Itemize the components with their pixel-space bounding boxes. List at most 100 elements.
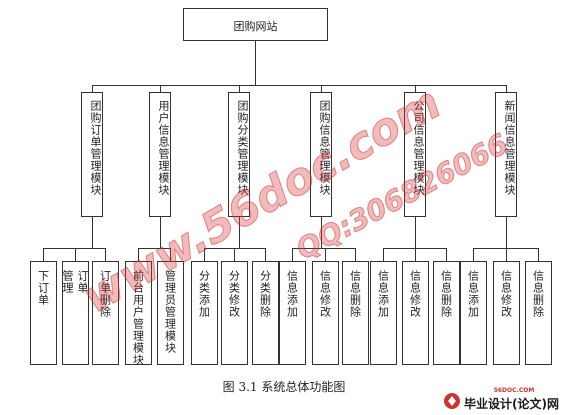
svg-text:56DOC.COM: 56DOC.COM [494, 387, 535, 394]
module-connector [239, 85, 240, 92]
function-box: 分类添加 [190, 261, 218, 365]
function-label: 下订单 [31, 270, 56, 306]
submodule-bus [138, 248, 171, 249]
function-box: 信息删除 [524, 261, 552, 365]
figure-caption: 图 3.1 系统总体功能图 [222, 380, 346, 394]
function-box: 订单管理 [61, 261, 89, 365]
function-box: 分类修改 [220, 261, 248, 365]
function-box: 信息修改 [311, 261, 339, 365]
leaf-connector [234, 248, 235, 261]
function-box: 信息添加 [278, 261, 306, 365]
module-label: 新闻信息管理模块 [503, 100, 516, 196]
function-label-line: 分类修改 [227, 270, 241, 318]
submodule-connector [321, 217, 322, 248]
module-label: 公司信息管理模块 [412, 100, 425, 196]
leaf-connector [473, 248, 474, 261]
function-label: 信息修改 [494, 270, 519, 318]
module-label: 团购分类管理模块 [236, 100, 249, 196]
function-box: 信息修改 [401, 261, 429, 365]
leaf-connector [105, 248, 106, 261]
function-box: 分类删除 [251, 261, 279, 365]
module-box: 团购订单管理模块 [81, 92, 103, 217]
function-label-line: 下订单 [36, 270, 50, 306]
leaf-connector [506, 248, 507, 261]
function-label: 分类删除 [253, 270, 278, 318]
leaf-connector [325, 248, 326, 261]
leaf-connector [75, 248, 76, 261]
function-label: 信息修改 [313, 270, 338, 318]
function-label-line: 管理 [61, 270, 74, 294]
module-box: 团购信息管理模块 [310, 92, 332, 217]
function-label: 管理员管理模块 [158, 270, 183, 354]
module-box: 新闻信息管理模块 [495, 92, 517, 217]
leaf-connector [415, 248, 416, 261]
function-label: 信息删除 [434, 270, 459, 318]
function-label: 分类添加 [192, 270, 217, 318]
module-label: 用户信息管理模块 [157, 100, 170, 196]
function-label-line: 管理员管理模块 [163, 270, 177, 354]
function-label: 信息添加 [371, 270, 396, 318]
function-box: 前台用户管理模块 [124, 261, 152, 366]
function-label-line: 信息添加 [376, 270, 390, 318]
function-label: 信息删除 [343, 270, 368, 318]
leaf-connector [383, 248, 384, 261]
submodule-bus [292, 248, 356, 249]
svg-text:毕业设计(论文)网: 毕业设计(论文)网 [464, 396, 559, 411]
leaf-connector [355, 248, 356, 261]
function-label: 信息删除 [526, 270, 551, 318]
function-box: 信息删除 [341, 261, 369, 365]
function-box: 订单删除 [91, 261, 119, 365]
leaf-connector [265, 248, 266, 261]
function-label-line: 信息删除 [531, 270, 545, 318]
submodule-bus [204, 248, 266, 249]
leaf-connector [170, 248, 171, 261]
leaf-connector [138, 248, 139, 261]
leaf-connector [43, 248, 44, 261]
module-connector [92, 85, 93, 92]
root-label: 团购网站 [233, 20, 278, 33]
module-box: 用户信息管理模块 [149, 92, 171, 217]
function-label-line: 信息添加 [466, 270, 480, 318]
function-label: 信息修改 [403, 270, 428, 318]
function-label: 前台用户管理模块 [126, 270, 151, 366]
module-box: 团购分类管理模块 [228, 92, 250, 217]
submodule-connector [506, 217, 507, 248]
module-label: 团购订单管理模块 [89, 100, 102, 196]
function-box: 信息删除 [432, 261, 460, 365]
root-node: 团购网站 [183, 8, 328, 41]
module-box: 公司信息管理模块 [404, 92, 426, 217]
function-label-line: 前台用户管理模块 [131, 270, 145, 366]
submodule-connector [92, 217, 93, 248]
function-label-line: 信息修改 [318, 270, 332, 318]
function-label-line: 分类删除 [258, 270, 272, 318]
module-label: 团购信息管理模块 [318, 100, 331, 196]
module-connector [506, 85, 507, 92]
root-connector [255, 41, 256, 85]
function-box: 管理员管理模块 [156, 261, 184, 365]
function-label-line: 订单删除 [98, 270, 112, 318]
function-label: 分类修改 [222, 270, 247, 318]
function-label-line: 订单 [76, 270, 89, 294]
function-box: 信息添加 [459, 261, 487, 365]
submodule-connector [415, 217, 416, 248]
function-label: 信息添加 [280, 270, 305, 318]
leaf-connector [292, 248, 293, 261]
submodule-connector [160, 217, 161, 248]
function-label-line: 信息修改 [499, 270, 513, 318]
module-connector [415, 85, 416, 92]
function-label-line: 分类添加 [197, 270, 211, 318]
leaf-connector [538, 248, 539, 261]
function-box: 下订单 [29, 261, 57, 365]
function-label-line: 信息删除 [439, 270, 453, 318]
submodule-bus [43, 248, 106, 249]
module-connector [321, 85, 322, 92]
function-label-line: 信息修改 [408, 270, 422, 318]
leaf-connector [204, 248, 205, 261]
module-bus [92, 85, 507, 86]
function-box: 信息添加 [369, 261, 397, 365]
module-connector [160, 85, 161, 92]
function-box: 信息修改 [492, 261, 520, 365]
function-label-line: 信息删除 [348, 270, 362, 318]
site-logo: 56DOC.COM 毕业设计(论文)网 [444, 387, 559, 411]
function-label: 订单管理 [61, 270, 89, 294]
